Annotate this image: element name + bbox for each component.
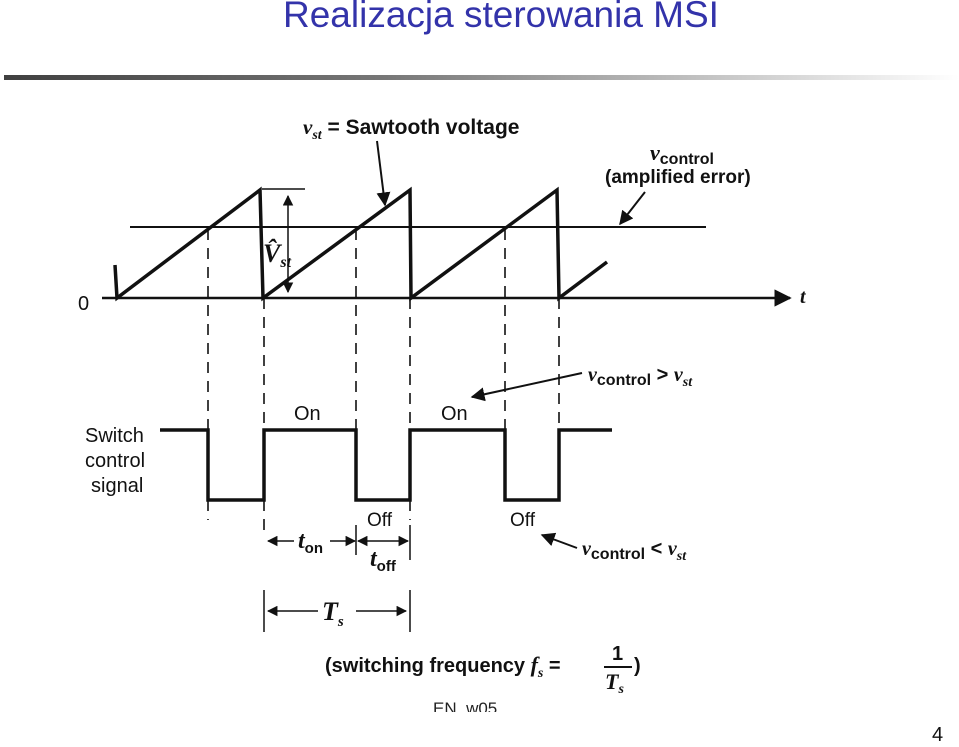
vcontrol-label: vcontrol	[650, 140, 714, 168]
switch-label-line-3: signal	[91, 475, 143, 497]
amplified-error-label: (amplified error)	[605, 167, 751, 188]
footer-occluder	[425, 712, 525, 744]
sawtooth-waveform	[113, 186, 609, 302]
sawtooth-label: vst = Sawtooth voltage	[303, 115, 519, 143]
switch-label-line-1: Switch	[85, 425, 144, 447]
frequency-close-paren: )	[634, 655, 641, 677]
dashed-guides	[207, 229, 560, 530]
ts-label: Ts	[322, 597, 344, 630]
title-divider	[4, 75, 959, 80]
off-label-1: Off	[367, 510, 393, 531]
slide-number: 4	[932, 724, 944, 746]
origin-label: 0	[78, 293, 89, 315]
frequency-numerator: 1	[612, 643, 623, 665]
on-label-2: On	[441, 403, 468, 425]
ton-label: ton	[298, 528, 323, 557]
vcontrol-pointer	[619, 191, 646, 226]
sawtooth-pointer	[376, 140, 391, 207]
condition-off-label: vcontrol < vst	[582, 538, 687, 564]
t-axis-label: t	[800, 286, 807, 308]
condition-on-pointer	[470, 372, 583, 402]
vst-peak-label: V̂st	[263, 239, 292, 271]
on-label-1: On	[294, 403, 321, 425]
switch-control-signal	[160, 428, 612, 502]
off-label-2: Off	[510, 510, 536, 531]
switching-frequency-label: (switching frequency fs =	[325, 652, 561, 681]
frequency-denominator: Ts	[605, 669, 624, 697]
condition-on-label: vcontrol > vst	[588, 364, 693, 390]
switch-label-line-2: control	[85, 450, 145, 472]
condition-off-pointer	[540, 532, 578, 549]
toff-label: toff	[370, 546, 397, 575]
slide-title: Realizacja sterowania MSI	[283, 0, 719, 35]
